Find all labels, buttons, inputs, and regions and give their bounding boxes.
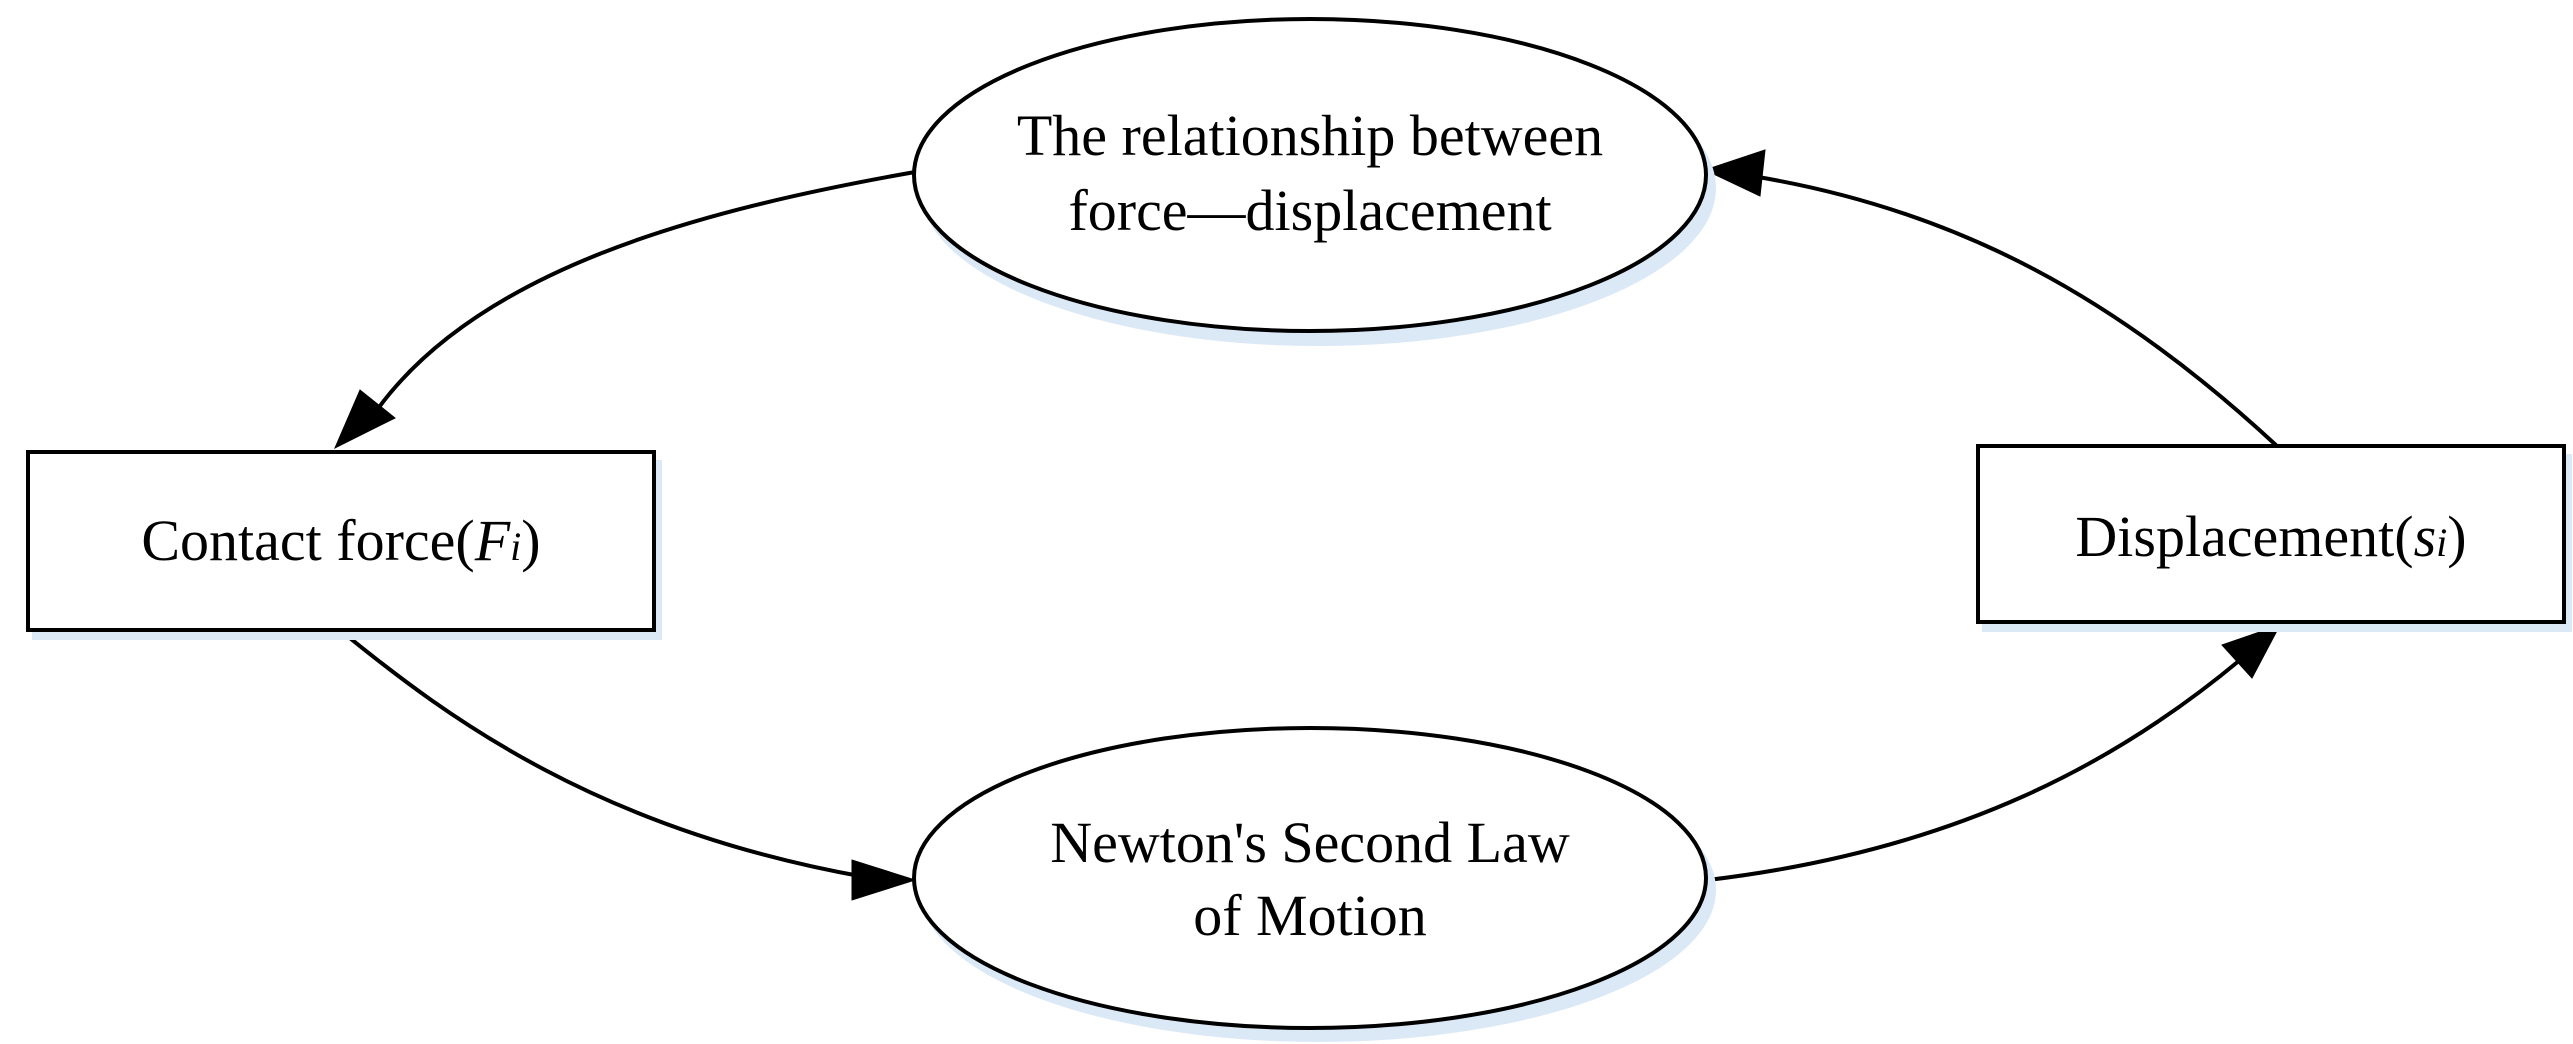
arrowhead-to-contact-force xyxy=(333,389,396,450)
arrowhead-to-relationship xyxy=(1703,149,1766,197)
contact-force-symbol: F xyxy=(474,508,511,573)
edges xyxy=(333,149,2282,901)
arrowhead-to-displacement xyxy=(2221,624,2282,679)
arrowhead-to-newton xyxy=(851,859,917,901)
contact-force-subscript: i xyxy=(510,524,521,569)
node-relationship: The relationship between force—displacem… xyxy=(912,17,1716,346)
relationship-label-line2: force—displacement xyxy=(1068,178,1551,243)
edge-contact-force-to-newton xyxy=(338,628,866,879)
relationship-label-line1: The relationship between xyxy=(1017,103,1603,168)
node-displacement: Displacement(si) xyxy=(1976,444,2572,632)
contact-force-close: ) xyxy=(521,508,540,573)
contact-force-label: Contact force(Fi) xyxy=(141,508,540,573)
displacement-subscript: i xyxy=(2436,520,2447,565)
displacement-text: Displacement( xyxy=(2075,504,2413,569)
edge-relationship-to-contact-force xyxy=(368,170,916,422)
node-contact-force: Contact force(Fi) xyxy=(26,450,662,640)
displacement-close: ) xyxy=(2447,504,2466,569)
newton-label-line1: Newton's Second Law xyxy=(1050,810,1570,875)
node-newton: Newton's Second Law of Motion xyxy=(912,726,1716,1042)
newton-label-line2: of Motion xyxy=(1193,883,1427,948)
contact-force-text: Contact force( xyxy=(141,508,474,573)
displacement-label: Displacement(si) xyxy=(2075,504,2466,569)
displacement-symbol: s xyxy=(2414,504,2437,569)
edge-displacement-to-relationship xyxy=(1751,174,2280,449)
edge-newton-to-displacement xyxy=(1707,658,2242,882)
